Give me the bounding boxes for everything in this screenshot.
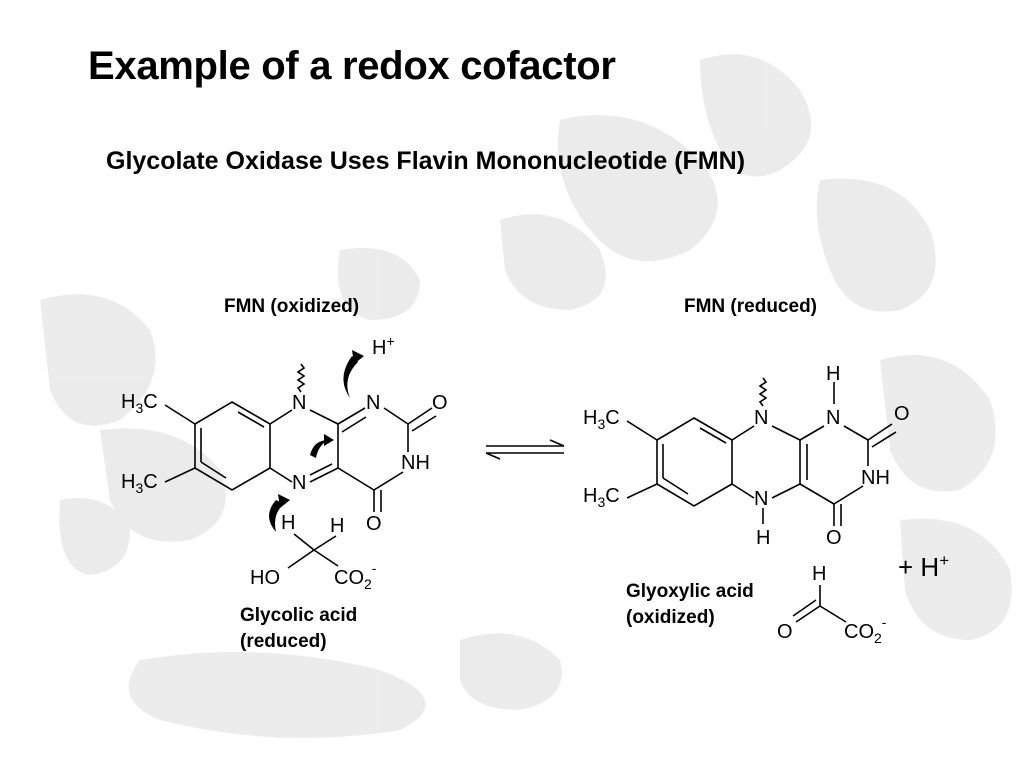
- atom-n: N: [292, 472, 306, 494]
- double-bond: [411, 415, 437, 432]
- slide-title: Example of a redox cofactor: [88, 44, 616, 88]
- bond: [164, 467, 196, 483]
- electron-arrow: [269, 500, 284, 532]
- fmn-oxidized-label: FMN (oxidized): [224, 296, 360, 317]
- fmn-reduced-label: FMN (reduced): [684, 296, 817, 317]
- glyoxylic-acid-state: (oxidized): [626, 607, 715, 628]
- electron-arrow: [310, 440, 328, 458]
- atom-o: O: [366, 513, 382, 535]
- carboxylate: CO2-: [334, 560, 377, 592]
- bond: [407, 407, 433, 425]
- bond: [731, 483, 755, 499]
- bond: [771, 425, 801, 441]
- methyl-group: H3C: [121, 471, 158, 496]
- glycolic-acid-name: Glycolic acid: [240, 605, 358, 626]
- bond: [799, 425, 825, 441]
- bond: [287, 549, 315, 569]
- atom-h: H: [330, 515, 344, 537]
- benzene-ring-right: [656, 417, 733, 507]
- atom-n: N: [292, 392, 306, 414]
- bond: [293, 533, 315, 551]
- reverse-arrow-head: [485, 452, 501, 460]
- proton-label: H+: [372, 333, 395, 359]
- double-bond: [309, 463, 333, 476]
- bond: [626, 420, 658, 441]
- bond: [373, 471, 404, 491]
- bond: [313, 549, 339, 567]
- bond: [164, 404, 196, 425]
- ribityl-chain: [296, 363, 306, 393]
- double-bond: [341, 416, 367, 433]
- slide-subtitle: Glycolate Oxidase Uses Flavin Mononucleo…: [106, 147, 746, 175]
- double-bond: [699, 427, 727, 444]
- double-bond: [237, 411, 265, 428]
- atom-n: N: [754, 488, 768, 510]
- double-bond: [200, 461, 227, 479]
- atom-h: H: [812, 563, 826, 585]
- methyl-group: H3C: [583, 485, 620, 510]
- atom-nh: NH: [861, 467, 890, 489]
- atom-n: N: [366, 392, 380, 414]
- bond: [313, 535, 337, 551]
- atom-o: O: [826, 527, 842, 549]
- bond: [799, 483, 835, 505]
- bond: [383, 407, 409, 425]
- equilibrium-arrow: [485, 439, 565, 460]
- methyl-group: H3C: [583, 407, 620, 432]
- glycolic-acid-label: Glycolic acid (reduced): [240, 603, 357, 655]
- atom-o: O: [894, 403, 910, 425]
- bond: [731, 425, 755, 441]
- double-bond: [792, 599, 817, 617]
- atom-h: H: [826, 363, 840, 385]
- bond: [843, 425, 869, 441]
- bond: [309, 409, 339, 425]
- bond: [626, 483, 658, 499]
- atom-ho: HO: [250, 567, 280, 589]
- bond: [771, 483, 801, 499]
- arrow-head: [278, 494, 290, 508]
- electron-arrow: [343, 356, 358, 398]
- atom-n: N: [826, 407, 840, 429]
- glyoxylic-acid-name: Glyoxylic acid: [626, 581, 754, 602]
- bond: [795, 605, 821, 623]
- arrow-head: [352, 350, 364, 364]
- fmn-reduced-structure: N N N H H O NH O H3C H3C + H+ H O CO2-: [583, 363, 949, 646]
- bond: [833, 485, 864, 505]
- bond: [269, 409, 293, 425]
- atom-n: N: [754, 407, 768, 429]
- glycolic-acid-state: (reduced): [240, 631, 327, 652]
- atom-nh: NH: [401, 452, 430, 474]
- forward-arrow-head: [549, 439, 565, 447]
- released-proton: + H+: [898, 551, 949, 582]
- benzene-ring-left: [194, 401, 271, 491]
- bond: [819, 605, 847, 623]
- bond: [867, 423, 893, 441]
- glyoxylic-acid-label: Glyoxylic acid (oxidized): [626, 579, 754, 631]
- atom-h: H: [756, 527, 770, 549]
- atom-o: O: [432, 392, 448, 414]
- carboxylate: CO2-: [844, 614, 887, 646]
- double-bond: [871, 431, 897, 448]
- atom-o: O: [777, 621, 793, 643]
- bond: [309, 467, 339, 483]
- bond: [337, 467, 375, 491]
- arrow-head: [324, 434, 334, 446]
- ribityl-chain: [758, 377, 768, 407]
- bond: [337, 407, 366, 425]
- methyl-group: H3C: [121, 391, 158, 416]
- bond: [269, 467, 293, 483]
- atom-h: H: [281, 512, 295, 534]
- fmn-oxidized-structure: N N N O NH O H3C H3C H+ H H HO CO: [121, 333, 448, 592]
- double-bond: [662, 477, 689, 495]
